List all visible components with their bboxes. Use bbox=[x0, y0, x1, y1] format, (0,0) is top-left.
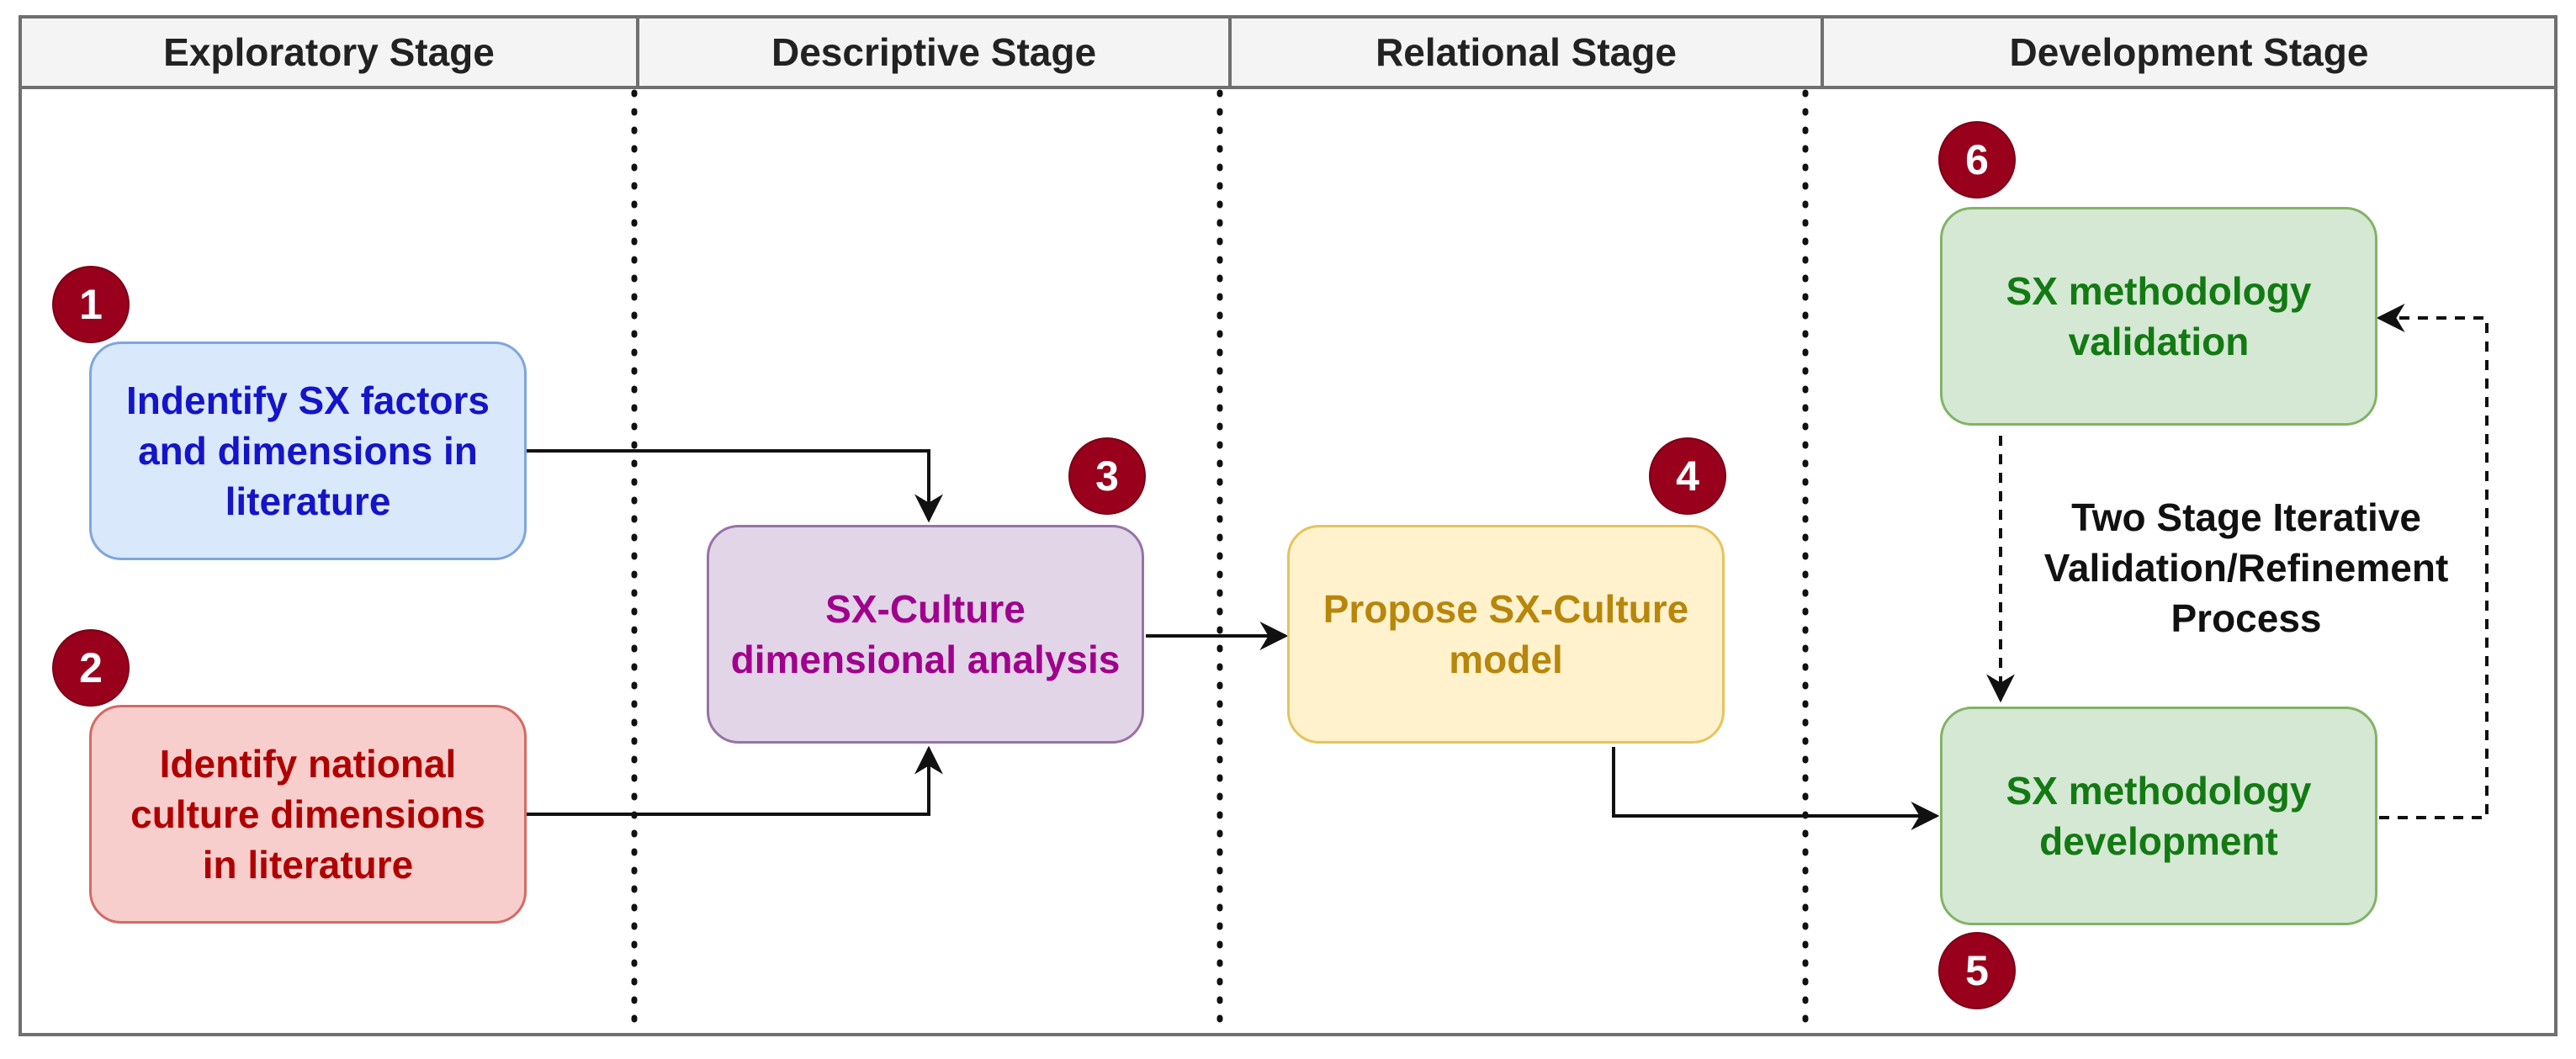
stage-header-relational: Relational Stage bbox=[1228, 19, 1821, 86]
step-4-badge: 4 bbox=[1651, 439, 1725, 513]
step-2-badge: 2 bbox=[54, 631, 128, 705]
step-1-box: Indentify SX factors and dimensions in l… bbox=[89, 342, 527, 560]
step-1-badge: 1 bbox=[54, 267, 128, 342]
stage-header-development: Development Stage bbox=[1821, 19, 2554, 86]
step-6-badge: 6 bbox=[1940, 123, 2014, 197]
connector-4-to-5 bbox=[1612, 747, 1940, 830]
step-1-label: Indentify SX factors and dimensions in l… bbox=[126, 379, 490, 523]
step-3-label: SX-Culture dimensional analysis bbox=[730, 587, 1121, 681]
connector-2-to-3 bbox=[527, 745, 943, 816]
stage-header-row: Exploratory Stage Descriptive Stage Rela… bbox=[22, 19, 2554, 89]
step-5-badge: 5 bbox=[1940, 934, 2014, 1008]
connector-1-to-3 bbox=[527, 449, 943, 523]
step-2-box: Identify national culture dimensions in … bbox=[89, 705, 527, 924]
stage-header-descriptive: Descriptive Stage bbox=[636, 19, 1228, 86]
step-3-box: SX-Culture dimensional analysis bbox=[707, 525, 1144, 744]
step-4-label: Propose SX-Culture model bbox=[1322, 587, 1689, 681]
step-5-label: SX methodology development bbox=[2006, 769, 2312, 863]
step-4-box: Propose SX-Culture model bbox=[1287, 525, 1725, 744]
step-6-label: SX methodology validation bbox=[2006, 269, 2312, 363]
step-2-label: Identify national culture dimensions in … bbox=[130, 742, 485, 887]
step-5-box: SX methodology development bbox=[1940, 707, 2377, 925]
stage-header-exploratory: Exploratory Stage bbox=[163, 30, 495, 74]
step-3-badge: 3 bbox=[1070, 439, 1144, 513]
connector-5-to-6-dashed bbox=[2376, 304, 2489, 819]
iterative-process-label: Two Stage Iterative Validation/Refinemen… bbox=[2043, 495, 2449, 640]
step-6-box: SX methodology validation bbox=[1940, 207, 2377, 426]
